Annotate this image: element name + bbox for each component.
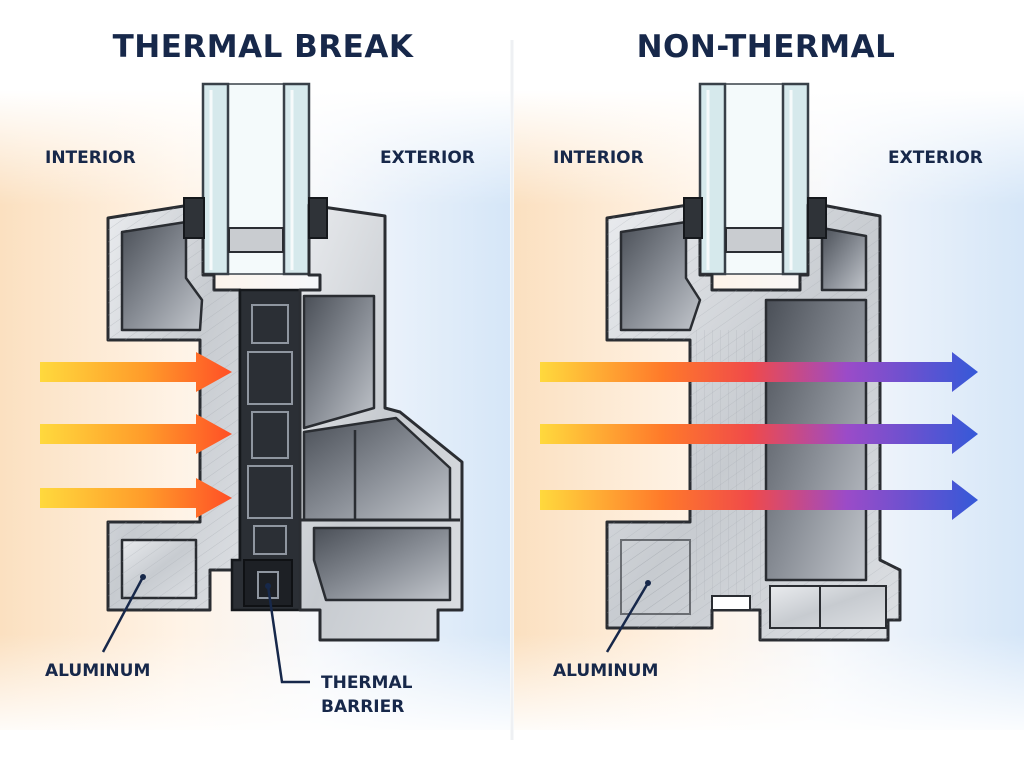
right-interior-label: INTERIOR (553, 148, 644, 168)
right-aluminum-label: ALUMINUM (553, 661, 658, 681)
right-aluminum-callout: ALUMINUM (553, 580, 658, 681)
left-exterior-upper-chamber (302, 294, 376, 430)
left-exterior-lower-chamber (302, 416, 452, 522)
left-interior-label: INTERIOR (45, 148, 136, 168)
left-aluminum-callout: ALUMINUM (45, 574, 150, 681)
left-heat-flow-arrows (40, 352, 232, 518)
thermal-barrier-label-line1: THERMAL (321, 673, 413, 693)
right-glazing-unit (698, 82, 810, 276)
left-exterior-sill-chamber (312, 526, 452, 602)
left-aluminum-label: ALUMINUM (45, 661, 150, 681)
right-panel-title: NON-THERMAL (637, 29, 896, 65)
thermal-break-frame-section (106, 82, 464, 642)
left-thermal-barrier (230, 288, 302, 612)
right-exterior-label: EXTERIOR (888, 148, 983, 168)
arrow-right-icon (40, 414, 232, 454)
arrow-right-icon (540, 414, 978, 454)
left-glazing-unit (201, 82, 311, 276)
thermal-barrier-label-line2: BARRIER (321, 697, 404, 717)
thermal-barrier-callout: THERMAL BARRIER (265, 583, 413, 717)
arrow-right-icon (540, 352, 978, 392)
left-panel-title: THERMAL BREAK (113, 29, 414, 65)
arrow-right-icon (540, 480, 978, 520)
right-heat-flow-arrows (540, 352, 978, 520)
left-exterior-label: EXTERIOR (380, 148, 475, 168)
arrow-right-icon (40, 478, 232, 518)
arrow-right-icon (40, 352, 232, 392)
non-thermal-frame-section (605, 82, 902, 642)
